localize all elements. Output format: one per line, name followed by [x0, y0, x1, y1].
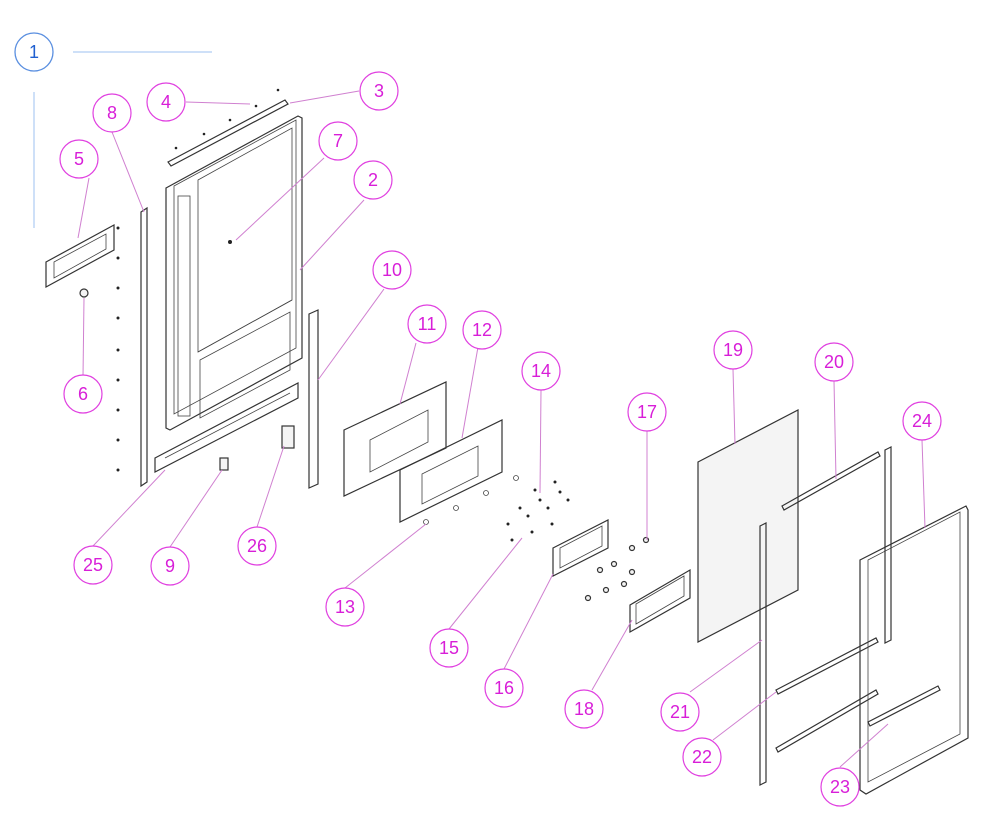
part-5-frame — [45, 223, 115, 289]
svg-text:19: 19 — [723, 340, 743, 360]
callout-24: 24 — [902, 401, 942, 441]
svg-text:12: 12 — [472, 320, 492, 340]
part-12-plate — [399, 419, 503, 523]
callout-7: 7 — [318, 121, 358, 161]
svg-text:9: 9 — [165, 556, 175, 576]
part-19-glass-panel — [697, 409, 799, 643]
part-18-window-frame — [629, 568, 691, 634]
callout-17: 17 — [627, 392, 667, 432]
part-24-outer-frame — [859, 505, 969, 795]
part-16-bracket-frame — [552, 519, 609, 577]
part-25-bottom-vent — [154, 382, 299, 473]
part-11-plate — [343, 381, 447, 497]
callout-20: 20 — [814, 342, 854, 382]
part-21-side-bar — [759, 522, 767, 786]
callout-5: 5 — [59, 139, 99, 179]
callouts: 2 3 4 5 6 7 8 9 10 11 12 13 14 15 16 17 … — [59, 71, 942, 807]
svg-text:10: 10 — [382, 260, 402, 280]
callout-6: 6 — [63, 374, 103, 414]
svg-text:2: 2 — [368, 170, 378, 190]
callout-8: 8 — [92, 93, 132, 133]
callout-3: 3 — [359, 71, 399, 111]
callout-9: 9 — [150, 546, 190, 586]
svg-text:6: 6 — [78, 384, 88, 404]
callout-23: 23 — [820, 767, 860, 807]
part-6-knob — [79, 288, 89, 298]
part-3-top-rail — [167, 88, 289, 167]
callout-22: 22 — [682, 737, 722, 777]
callout-13: 13 — [325, 587, 365, 627]
callout-12: 12 — [462, 310, 502, 350]
svg-text:23: 23 — [830, 777, 850, 797]
svg-text:8: 8 — [107, 103, 117, 123]
svg-text:3: 3 — [374, 81, 384, 101]
part-22-rails — [775, 637, 879, 753]
part-23-bar — [867, 685, 941, 727]
svg-text:5: 5 — [74, 149, 84, 169]
part-26-bracket — [281, 425, 295, 449]
view-marker: 1 — [14, 32, 212, 228]
part-9-bracket — [219, 457, 229, 471]
callout-14: 14 — [521, 351, 561, 391]
part-20-side-bar — [884, 446, 892, 644]
svg-text:20: 20 — [824, 352, 844, 372]
part-15-nut-grid — [506, 480, 570, 542]
svg-text:21: 21 — [670, 702, 690, 722]
callout-18: 18 — [564, 689, 604, 729]
callout-11: 11 — [407, 304, 447, 344]
svg-text:7: 7 — [333, 131, 343, 151]
svg-text:24: 24 — [912, 411, 932, 431]
callout-25: 25 — [73, 545, 113, 585]
part-10-hinge-strip — [308, 309, 319, 489]
screw-column-left — [116, 226, 120, 472]
svg-text:26: 26 — [247, 536, 267, 556]
part-17-nuts — [584, 536, 650, 602]
callout-4: 4 — [146, 82, 186, 122]
svg-text:25: 25 — [83, 555, 103, 575]
callout-10: 10 — [372, 250, 412, 290]
svg-text:4: 4 — [161, 92, 171, 112]
svg-text:14: 14 — [531, 361, 551, 381]
part-20-top-bar — [781, 451, 881, 511]
leader-lines — [77, 90, 926, 768]
callout-2: 2 — [353, 160, 393, 200]
svg-text:18: 18 — [574, 699, 594, 719]
callout-19: 19 — [713, 330, 753, 370]
svg-text:16: 16 — [494, 678, 514, 698]
svg-text:15: 15 — [439, 638, 459, 658]
part-8-strip — [140, 206, 148, 488]
callout-26: 26 — [237, 526, 277, 566]
svg-text:22: 22 — [692, 747, 712, 767]
callout-16: 16 — [484, 668, 524, 708]
callout-15: 15 — [429, 628, 469, 668]
svg-text:11: 11 — [418, 314, 437, 334]
callout-21: 21 — [660, 692, 700, 732]
parts — [45, 88, 969, 795]
svg-text:17: 17 — [637, 402, 657, 422]
view-label: 1 — [29, 42, 39, 62]
svg-text:13: 13 — [335, 597, 355, 617]
part-2-door-frame — [165, 115, 303, 431]
part-13-washers — [423, 475, 519, 525]
